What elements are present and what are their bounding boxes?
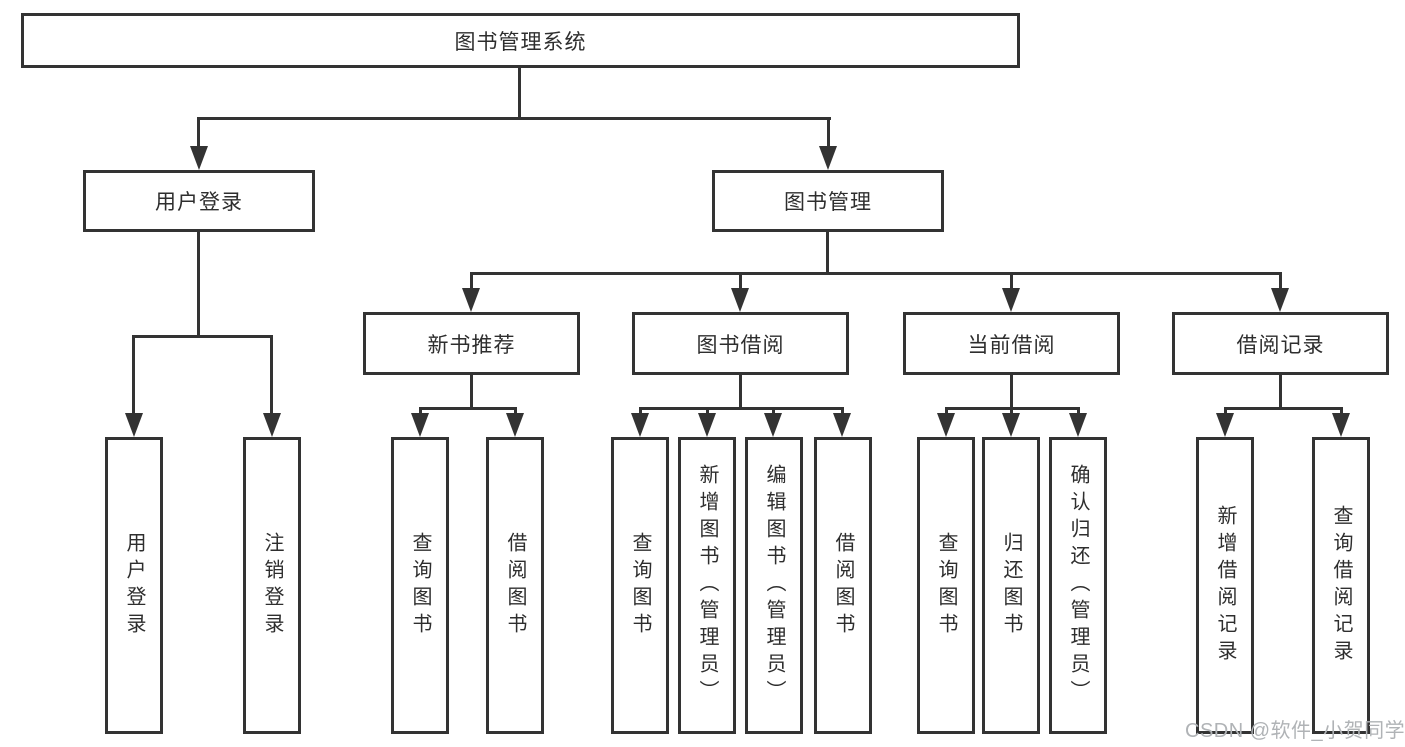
node-label: 用户登录 [155, 191, 243, 214]
arrowhead-current [1002, 288, 1020, 312]
connector-to-borrowing [739, 272, 742, 294]
arrowhead-add-record [1216, 413, 1234, 437]
arrowhead-add-books [698, 413, 716, 437]
connector-to-recommend [470, 272, 473, 294]
node-user-login-leaf: 用户登录 [105, 437, 163, 734]
node-label: 图书管理系统 [454, 30, 587, 54]
connector-borrowing-split [639, 407, 844, 410]
arrowhead-query-books [631, 413, 649, 437]
connector-bookmgmt-split [470, 272, 1281, 275]
node-label: 编辑图书（管理员） [763, 464, 785, 707]
node-confirm-return-admin: 确认归还（管理员） [1049, 437, 1107, 734]
node-label: 借阅图书 [504, 531, 526, 640]
connector-userlogin-split [132, 335, 273, 338]
node-user-login: 用户登录 [83, 170, 315, 232]
arrowhead-book-management [819, 146, 837, 170]
arrowhead-query-books [937, 413, 955, 437]
node-return-books: 归还图书 [982, 437, 1040, 734]
node-query-books-current: 查询图书 [917, 437, 975, 734]
node-current-borrowing: 当前借阅 [903, 312, 1120, 375]
arrowhead-borrow-books [833, 413, 851, 437]
connector-bookmgmt-stem [826, 232, 829, 272]
connector-to-records [1279, 272, 1282, 294]
node-book-borrowing: 图书借阅 [632, 312, 849, 375]
connector-recommend-stem [470, 375, 473, 407]
node-label: 确认归还（管理员） [1067, 464, 1089, 707]
node-borrow-books-leaf: 借阅图书 [814, 437, 872, 734]
node-query-books-recommend: 查询图书 [391, 437, 449, 734]
node-label: 当前借阅 [967, 333, 1056, 357]
connector-to-current [1010, 272, 1013, 294]
node-label: 查询图书 [409, 531, 431, 640]
node-library-management-system: 图书管理系统 [21, 13, 1020, 68]
arrowhead-logout-leaf [263, 413, 281, 437]
node-query-books-borrowing: 查询图书 [611, 437, 669, 734]
node-label: 查询图书 [629, 531, 651, 640]
connector-userlogin-stem [197, 232, 200, 335]
connector-root-stem [518, 68, 521, 117]
node-label: 归还图书 [1000, 531, 1022, 640]
node-borrow-books-recommend: 借阅图书 [486, 437, 544, 734]
arrowhead-confirm-return [1069, 413, 1087, 437]
node-edit-books-admin: 编辑图书（管理员） [745, 437, 803, 734]
node-add-borrow-record: 新增借阅记录 [1196, 437, 1254, 734]
node-book-management: 图书管理 [712, 170, 944, 232]
connector-records-stem [1279, 375, 1282, 407]
connector-to-logout-leaf [270, 335, 273, 417]
arrowhead-query-record [1332, 413, 1350, 437]
node-label: 借阅图书 [832, 531, 854, 640]
node-label: 借阅记录 [1236, 333, 1325, 357]
connector-recommend-split [419, 407, 517, 410]
node-label: 查询图书 [935, 531, 957, 640]
arrowhead-login-leaf [125, 413, 143, 437]
arrowhead-query-books [411, 413, 429, 437]
arrowhead-edit-books [764, 413, 782, 437]
node-add-books-admin: 新增图书（管理员） [678, 437, 736, 734]
arrowhead-borrowing [731, 288, 749, 312]
node-logout-leaf: 注销登录 [243, 437, 301, 734]
node-borrowing-records: 借阅记录 [1172, 312, 1389, 375]
connector-to-login-leaf [132, 335, 135, 417]
node-label: 查询借阅记录 [1330, 504, 1352, 667]
node-label: 用户登录 [123, 531, 145, 640]
arrowhead-user-login [190, 146, 208, 170]
arrowhead-return-books [1002, 413, 1020, 437]
node-new-book-recommendation: 新书推荐 [363, 312, 580, 375]
node-label: 注销登录 [261, 531, 283, 640]
connector-to-user-login [197, 117, 200, 152]
connector-records-split [1224, 407, 1341, 410]
node-label: 图书借阅 [696, 333, 785, 357]
connector-current-stem [1010, 375, 1013, 407]
arrowhead-borrow-books [506, 413, 524, 437]
node-label: 新增借阅记录 [1214, 504, 1236, 667]
node-label: 图书管理 [784, 191, 872, 214]
connector-borrowing-stem [739, 375, 742, 407]
arrowhead-records [1271, 288, 1289, 312]
arrowhead-recommend [462, 288, 480, 312]
node-query-borrow-record: 查询借阅记录 [1312, 437, 1370, 734]
node-label: 新书推荐 [427, 333, 516, 357]
csdn-watermark: CSDN @软件_小贺同学 [1185, 720, 1405, 742]
node-label: 新增图书（管理员） [696, 464, 718, 707]
connector-root-split [197, 117, 831, 120]
connector-to-book-management [827, 117, 830, 152]
